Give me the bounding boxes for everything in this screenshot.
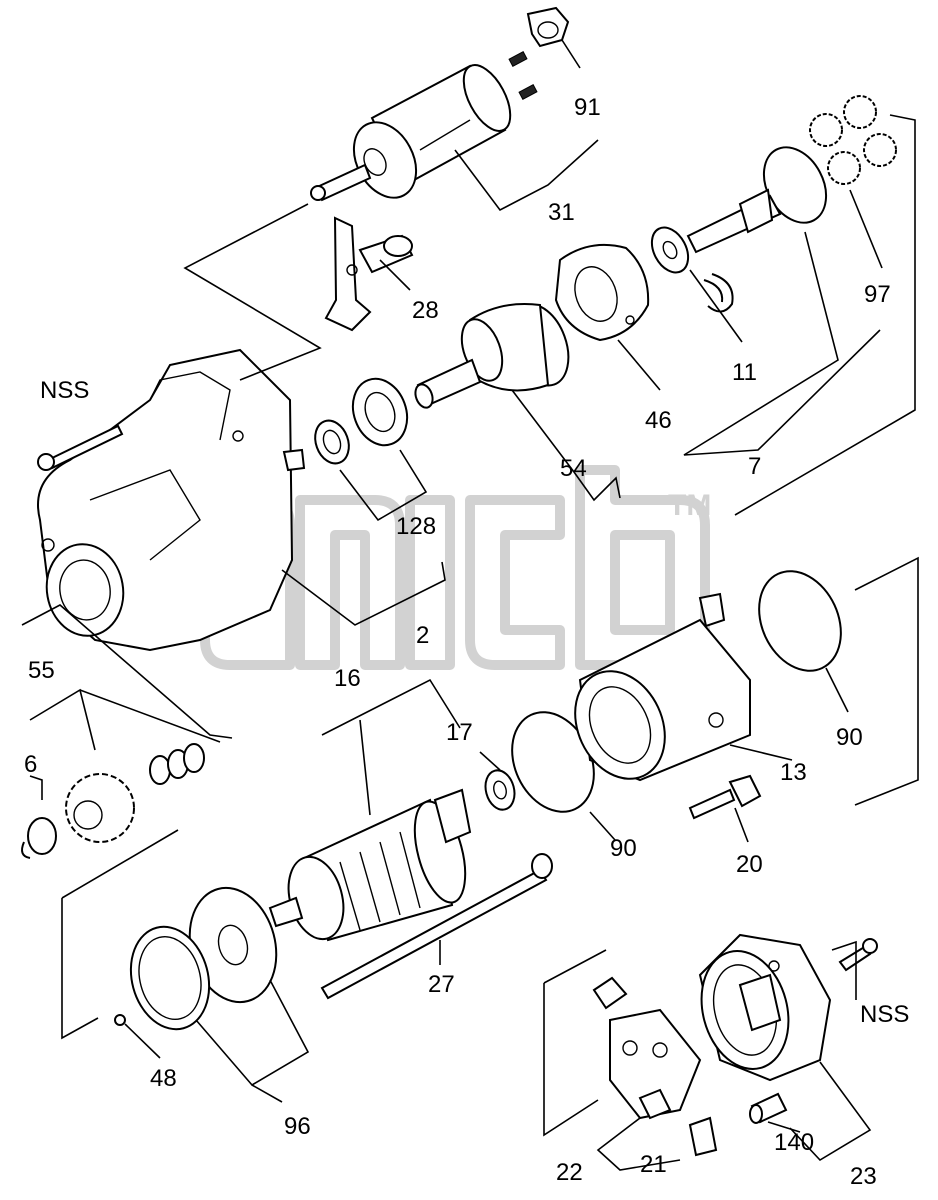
part-11-snap-ring <box>703 273 734 313</box>
callout-16: 16 <box>334 665 361 692</box>
callout-17: 17 <box>446 719 473 746</box>
callout-nss-rear: NSS <box>860 1001 909 1028</box>
part-20-key <box>688 774 762 820</box>
nss-bolt-front <box>37 424 124 471</box>
callout-97: 97 <box>864 281 891 308</box>
part-31-solenoid <box>310 51 538 202</box>
callout-6: 6 <box>24 751 37 778</box>
part-23-rear-cover <box>698 933 832 1082</box>
callout-54: 54 <box>560 455 587 482</box>
callout-2: 2 <box>416 622 429 649</box>
callout-55: 55 <box>28 657 55 684</box>
callout-140: 140 <box>774 1129 814 1156</box>
part-16-armature <box>268 788 472 942</box>
callout-90-a: 90 <box>610 835 637 862</box>
callout-nss-front: NSS <box>40 377 89 404</box>
washer <box>650 226 690 274</box>
part-96-end-plate <box>129 886 278 1031</box>
callout-20: 20 <box>736 851 763 878</box>
callout-11: 11 <box>732 359 757 386</box>
part-54-clutch <box>414 303 570 409</box>
part-48-ball <box>114 1014 126 1026</box>
callout-labels: 91 31 28 97 11 46 7 54 128 2 NSS 55 6 16… <box>24 94 909 1190</box>
callout-22: 22 <box>556 1159 583 1186</box>
callout-90-b: 90 <box>836 724 863 751</box>
watermark-tm: TM <box>668 489 711 522</box>
callout-27: 27 <box>428 971 455 998</box>
part-55-pinion <box>65 773 135 843</box>
part-13-yoke <box>574 592 751 782</box>
part-7-carrier-shaft <box>686 146 828 254</box>
callout-128: 128 <box>396 513 436 540</box>
part-22-brush-holder <box>592 976 702 1120</box>
part-27-through-bolt <box>320 853 553 1000</box>
callout-23: 23 <box>850 1163 877 1190</box>
leader-lines <box>21 39 919 1171</box>
part-21-brush <box>688 1116 718 1157</box>
part-2-front-housing <box>37 348 306 652</box>
callout-28: 28 <box>412 297 439 324</box>
part-17-bearing <box>484 769 516 811</box>
part-90-oring-b <box>758 570 842 672</box>
pinion-spring <box>149 743 205 785</box>
part-6-stop-ring <box>21 817 57 859</box>
part-28-shift-lever <box>324 216 414 332</box>
callout-96: 96 <box>284 1113 311 1140</box>
callout-21: 21 <box>640 1151 667 1178</box>
nss-bolt-rear <box>838 938 878 972</box>
part-140-bushing <box>749 1092 788 1124</box>
callout-91: 91 <box>574 94 601 121</box>
part-128-bearings <box>314 377 409 465</box>
callout-13: 13 <box>780 759 807 786</box>
callout-46: 46 <box>645 407 672 434</box>
part-97-planet-gears <box>809 95 897 185</box>
part-46-internal-gear <box>554 243 650 342</box>
callout-31: 31 <box>548 199 575 226</box>
callout-48: 48 <box>150 1065 177 1092</box>
callout-7: 7 <box>748 453 761 480</box>
